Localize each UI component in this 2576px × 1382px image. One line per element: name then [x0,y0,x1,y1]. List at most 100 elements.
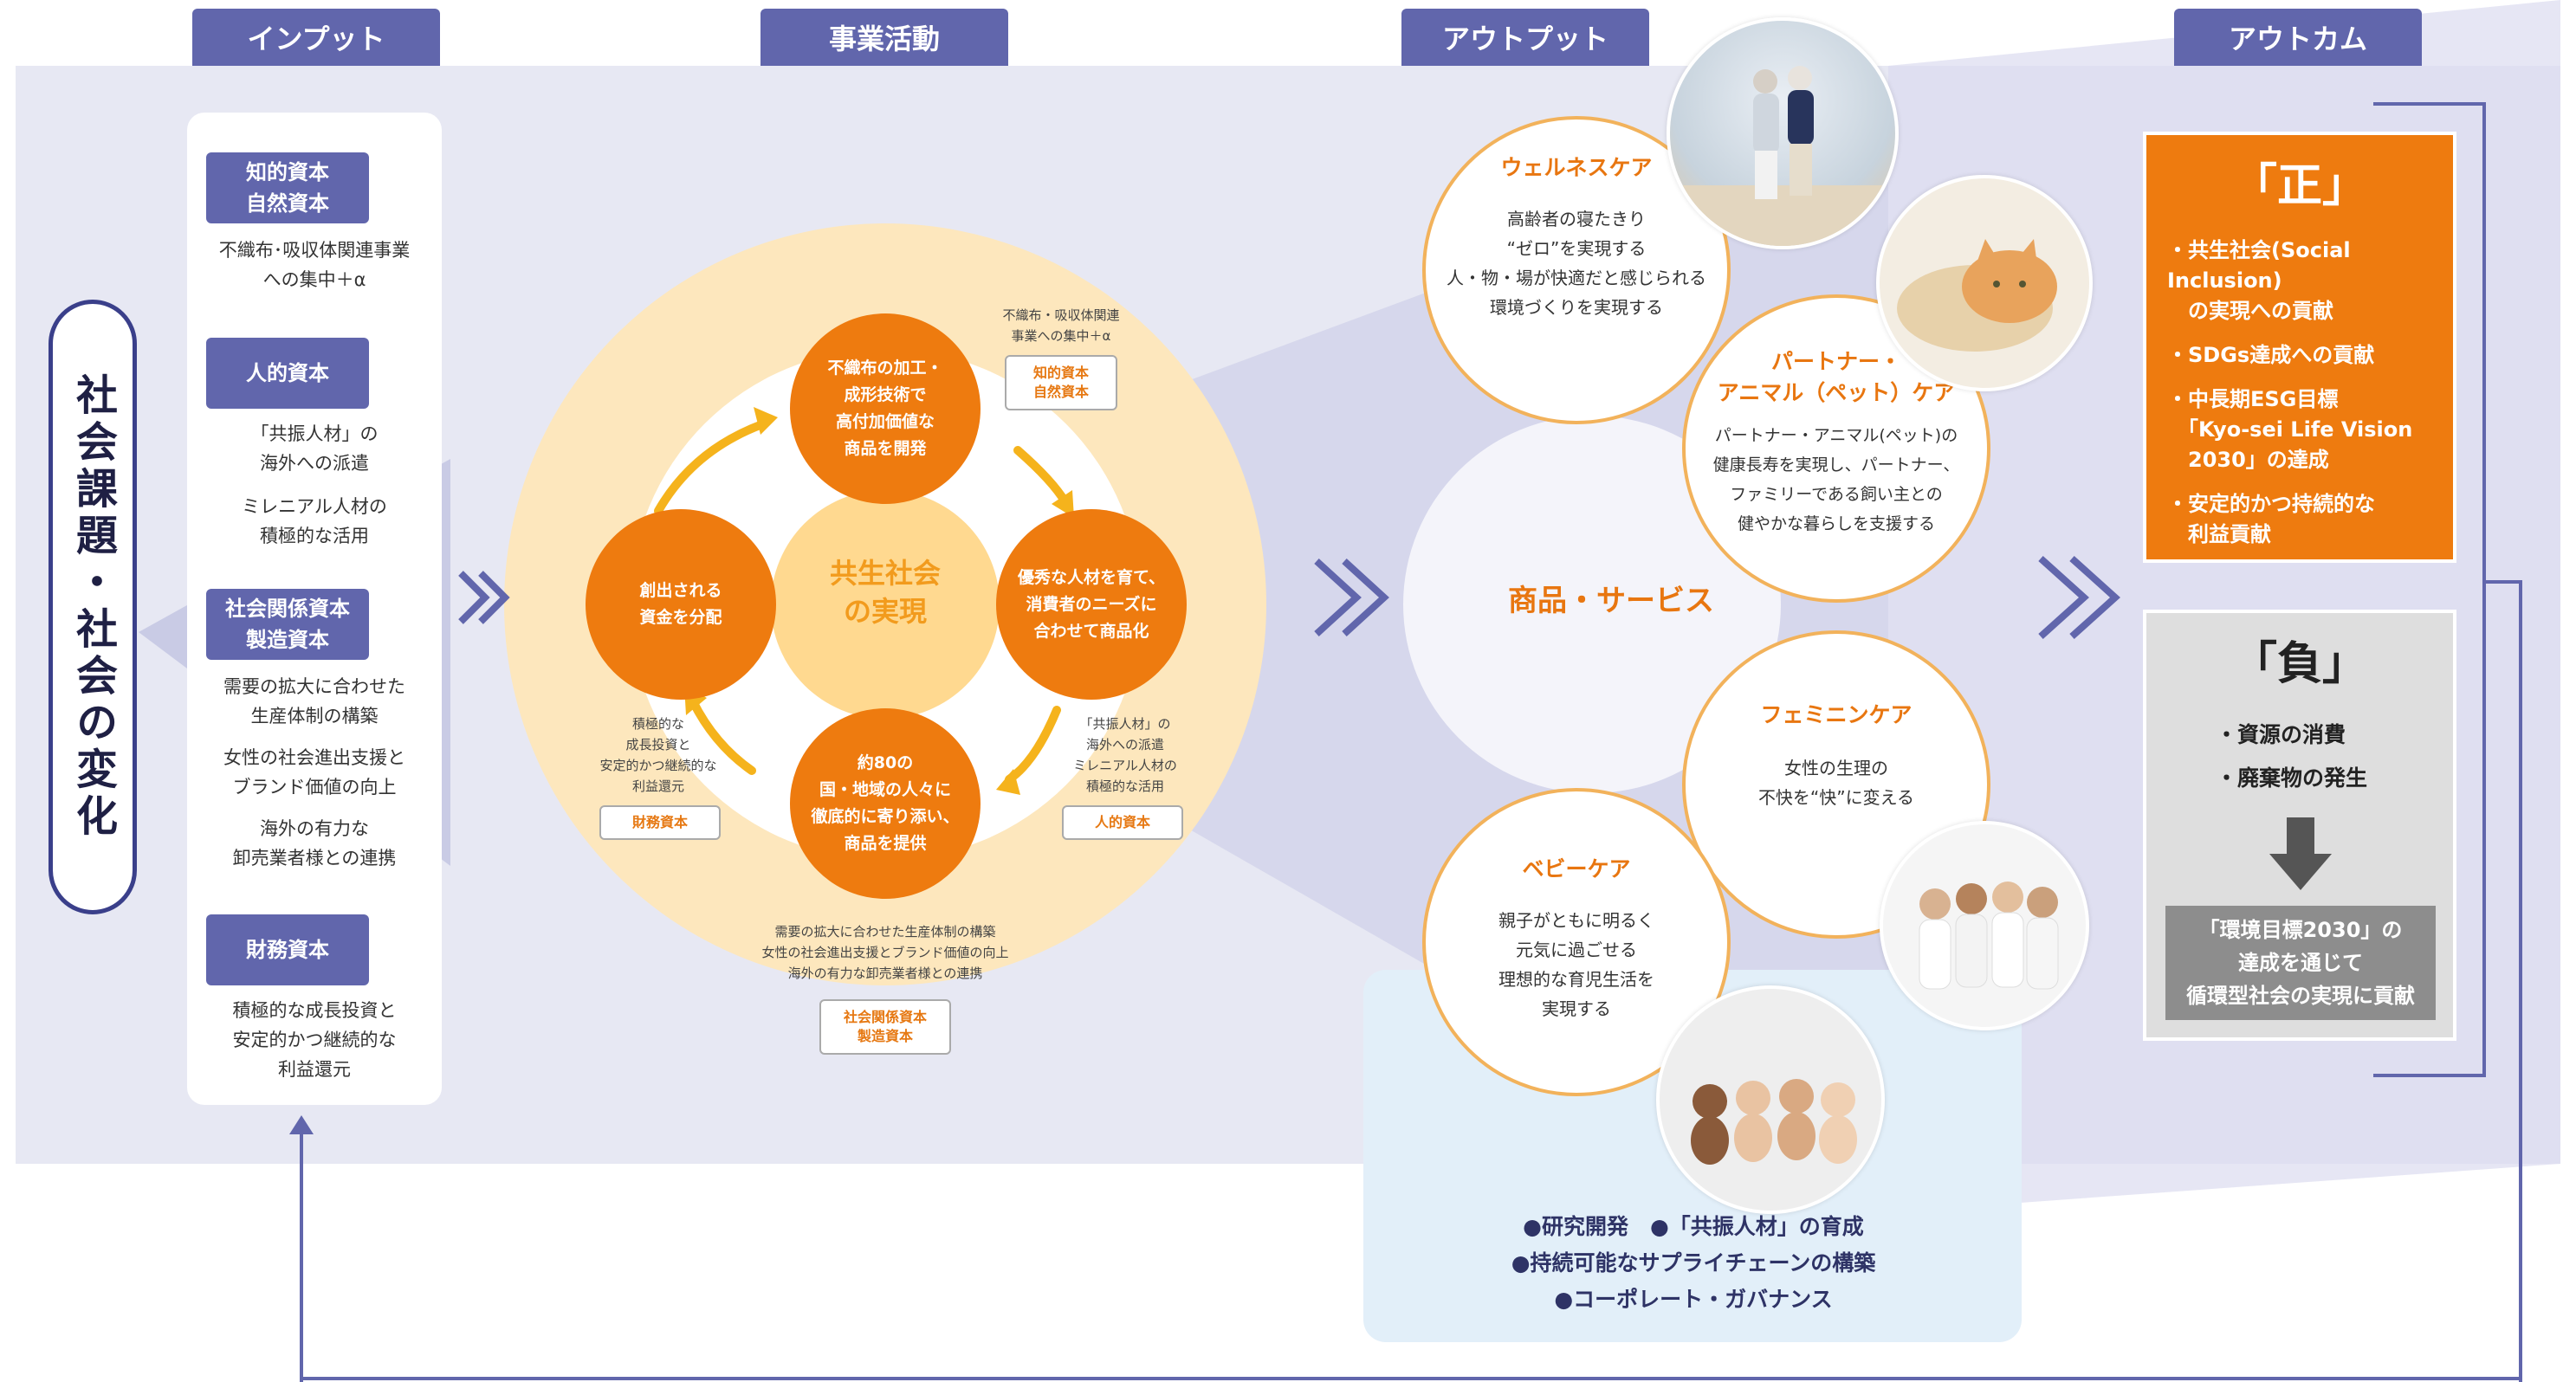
input-line: 「共振人材」の [250,423,379,444]
note-line: 「共振人材」の [1079,716,1171,732]
input-line: 積極的な活用 [260,526,369,546]
title-line: アニマル（ペット）ケア [1717,380,1956,405]
cycle-node-left: 創出される資金を分配 [586,509,776,700]
input-capital-2: 人的資本 [206,338,369,409]
note-bottom: 需要の拡大に合わせた生産体制の構築 女性の社会進出支援とブランド価値の向上 海外… [729,921,1041,984]
capital-label: 製造資本 [246,628,329,652]
positive-item: ・中長期ESG目標 [2167,387,2339,411]
header-input: インプット [192,9,440,66]
output-line: 高齢者の寝たきり [1507,209,1646,229]
output-line: 不快を“快”に変える [1757,787,1915,808]
output-line: 人・物・場が快適だと感じられる [1447,268,1706,288]
negative-items: ・資源の消費 ・廃棄物の発生 [2216,714,2367,800]
output-line: 実現する [1542,998,1611,1019]
node-line: 約80の [857,753,914,772]
capital-label: 財務資本 [246,938,329,962]
women-photo [1880,821,2089,1030]
output-center-circle [1403,416,1781,793]
input-text-1: 不織布･吸収体関連事業 への集中＋α [196,236,433,294]
positive-item: 利益貢献 [2167,522,2271,546]
output-line: 健康長寿を実現し、パートナー、 [1712,455,1960,475]
node-line: 商品を開発 [844,439,927,458]
output-line: 環境づくりを実現する [1490,297,1663,318]
chevrons [458,556,2120,639]
header-activity: 事業活動 [761,9,1008,66]
capital-label: 知的資本 [246,160,329,184]
negative-item: ・廃棄物の発生 [2216,765,2368,791]
input-line: 需要の拡大に合わせた [223,676,405,697]
wellness-title: ウェルネスケア [1500,155,1653,180]
foundation-text: ●研究開発 ●「共振人材」の育成 ●持続可能なサプライチェーンの構築 ●コーポレ… [1386,1209,2001,1318]
negative-title: 「負」 [2231,638,2367,690]
note-line: 積極的な [631,716,684,732]
down-arrow-icon [2269,817,2332,890]
capital-label: 社会関係資本 [225,597,350,621]
outcome-negative-box: 「負」 ・資源の消費 ・廃棄物の発生 「環境目標2030」の達成を通じて循環型社… [2143,610,2456,1041]
tag-line: 人的資本 [1094,814,1150,830]
pet-text: パートナー・アニマル(ペット)の 健康長寿を実現し、パートナー、 ファミリーであ… [1691,421,1982,539]
output-line: ファミリーである飼い主との [1730,485,1943,504]
outcome-brackets [300,102,2522,1382]
input-capital-3: 社会関係資本製造資本 [206,589,369,660]
women-icon [1919,882,2059,990]
input-line: 女性の社会進出支援と [223,747,405,768]
outcome-positive-box: 「正」 ・共生社会(Social Inclusion) の実現への貢献 ・SDG… [2143,132,2456,563]
positive-item: 「Kyo-sei Life Vision [2167,417,2413,442]
input-line: 生産体制の構築 [250,706,379,727]
output-line: 元気に過ごせる [1516,940,1637,960]
note-line: 成長投資と [625,737,691,752]
note-line: ミレニアル人材の [1073,758,1177,773]
input-capital-4: 財務資本 [206,914,369,985]
header-output: アウトプット [1401,9,1649,66]
cycle-node-right: 優秀な人材を育て、消費者のニーズに合わせて商品化 [996,509,1187,700]
input-text-2: 「共振人材」の 海外への派遣 ミレニアル人材の 積極的な活用 [196,419,433,551]
note-line: 積極的な活用 [1085,778,1164,794]
output-line: 女性の生理の [1784,758,1888,778]
input-line: 不織布･吸収体関連事業 [218,240,411,261]
output-line: 健やかな暮らしを支援する [1737,514,1935,533]
social-issues-pill: 社会課題・社会の変化 [49,300,137,914]
input-line: ミレニアル人材の [242,496,387,517]
note-line: 女性の社会進出支援とブランド価値の向上 [761,945,1009,960]
negative-item: ・資源の消費 [2216,722,2346,747]
note-top: 不織布・吸収体関連 事業への集中＋α [979,305,1143,346]
seniors-icon [1670,66,1895,246]
node-line: 優秀な人材を育て、 [1017,567,1166,587]
input-capital-1: 知的資本自然資本 [206,152,369,223]
tag-bottom: 社会関係資本製造資本 [819,999,951,1055]
note-line: 利益還元 [631,778,684,794]
note-line: 需要の拡大に合わせた生産体制の構築 [774,924,996,940]
babies-photo [1656,985,1885,1214]
output-line: 理想的な育児生活を [1498,969,1654,990]
input-text-4: 積極的な成長投資と 安定的かつ継続的な 利益還元 [196,996,433,1084]
tag-left: 財務資本 [599,805,721,840]
foundation-line: ●研究開発 ●「共振人材」の育成 [1523,1214,1864,1239]
tag-line: 自然資本 [1032,384,1089,400]
cycle-node-bottom: 約80の国・地域の人々に徹底的に寄り添い、商品を提供 [790,708,981,899]
positive-title: 「正」 [2231,160,2367,212]
social-issues-label: 社会課題・社会の変化 [68,373,117,841]
node-line: 消費者のニーズに [1026,594,1157,614]
capital-label: 自然資本 [246,191,329,216]
input-line: 海外の有力な [260,818,369,839]
positive-item: ・SDGs達成への貢献 [2167,343,2375,367]
babies-icon [1691,1079,1857,1165]
foundation-line: ●コーポレート・ガバナンス [1554,1287,1833,1312]
tag-top: 知的資本自然資本 [1005,355,1117,410]
output-line: パートナー・アニマル(ペット)の [1714,426,1958,445]
node-line: 合わせて商品化 [1033,621,1149,641]
tag-right: 人的資本 [1062,805,1183,840]
tag-line: 財務資本 [631,814,688,830]
result-line: 「環境目標2030」の [2198,918,2403,942]
note-line: 安定的かつ継続的な [599,758,717,773]
tag-line: 製造資本 [857,1028,913,1044]
capital-label: 人的資本 [246,361,329,385]
input-line: 卸売業者様との連携 [232,848,397,869]
output-line: “ゼロ”を実現する [1506,238,1647,259]
node-line: 成形技術で [844,385,927,404]
wellness-text: 高齢者の寝たきり “ゼロ”を実現する 人・物・場が快適だと感じられる 環境づくり… [1431,204,1722,322]
note-line: 海外の有力な卸売業者様との連携 [787,965,983,981]
pets-icon [1897,239,2057,352]
seniors-photo [1667,17,1899,249]
positive-items: ・共生社会(Social Inclusion) の実現への貢献 ・SDGs達成へ… [2167,236,2453,550]
